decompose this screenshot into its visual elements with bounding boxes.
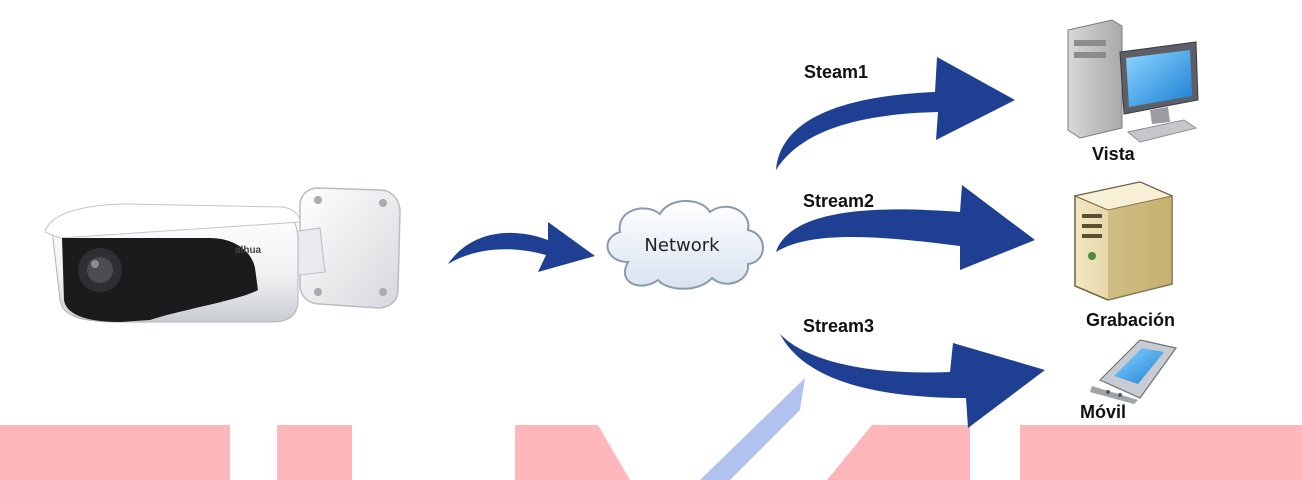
network-cloud: Network <box>606 199 764 290</box>
watermark-letter-l <box>277 425 352 480</box>
stream1-label: Steam1 <box>804 62 868 82</box>
stream2-label: Stream2 <box>803 191 874 211</box>
server-icon <box>1073 181 1174 301</box>
camera-brand-label: alhua <box>235 245 262 256</box>
stream3-arrow <box>780 334 1045 428</box>
stream1-arrow <box>776 57 1015 170</box>
camera-icon: alhua <box>44 187 401 323</box>
watermark-letter-n <box>515 425 630 480</box>
watermark-letter-v <box>700 378 805 480</box>
destination-view-label: Vista <box>1092 144 1136 164</box>
destination-recording-label: Grabación <box>1086 310 1175 330</box>
destination-mobile-label: Móvil <box>1080 402 1126 422</box>
mobile-phone-icon <box>1090 339 1178 404</box>
stream3-label: Stream3 <box>803 316 874 336</box>
watermark-letter-a <box>827 425 970 480</box>
watermark-logo <box>0 378 1302 480</box>
stream2-arrow <box>776 185 1035 270</box>
network-label: Network <box>644 235 720 256</box>
camera-to-network-arrow <box>448 222 595 272</box>
watermark-letter-e <box>1020 425 1302 480</box>
watermark-letter-t <box>0 425 230 480</box>
desktop-computer-icon <box>1067 19 1199 143</box>
